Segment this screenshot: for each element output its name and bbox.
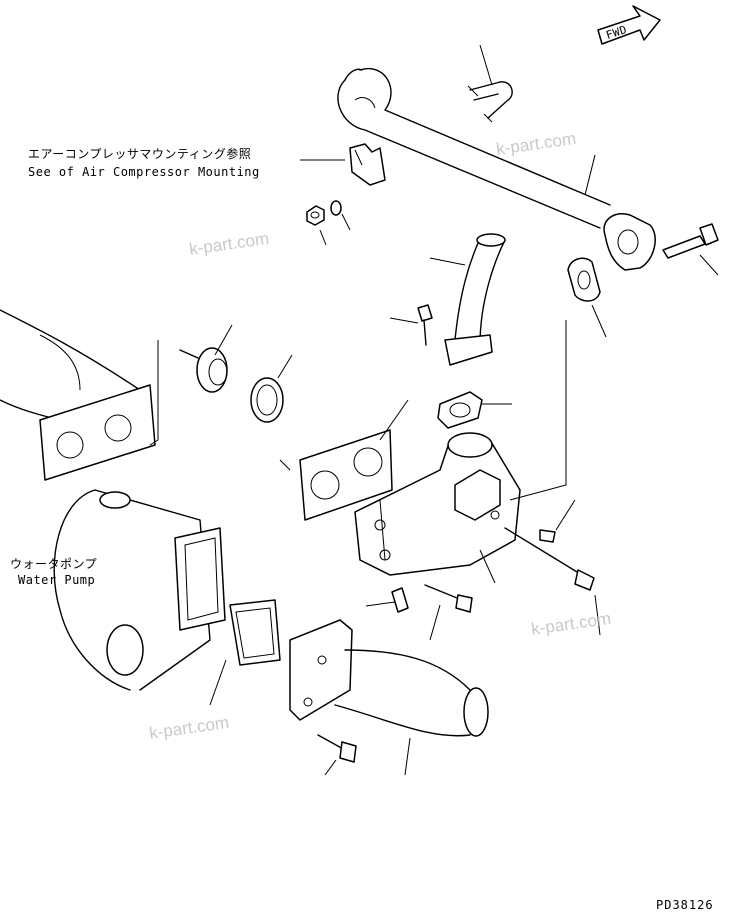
- housing-bolt-lower: [424, 584, 473, 613]
- flange-bolt: [662, 223, 719, 259]
- mounting-bracket: [349, 143, 386, 186]
- elbow-bolt: [317, 734, 357, 763]
- twin-gasket: [299, 429, 393, 521]
- housing-bolt-small: [539, 529, 556, 543]
- drawing-code: PD38126: [656, 898, 714, 912]
- upper-water-pipe: [337, 67, 656, 271]
- bent-tube: [444, 233, 506, 366]
- fwd-arrow-icon: [597, 5, 661, 45]
- small-gasket: [437, 391, 483, 429]
- drain-cock: [391, 587, 409, 613]
- nut: [306, 205, 325, 226]
- washer: [330, 200, 342, 216]
- air-compressor-label-en: See of Air Compressor Mounting: [28, 165, 260, 179]
- u-bolt: [467, 81, 513, 123]
- housing-bolt-long: [504, 527, 595, 591]
- water-pump-label-en: Water Pump: [18, 573, 96, 587]
- seal-ring: [250, 377, 284, 423]
- thermostat-housing: [354, 432, 521, 576]
- pump-gasket: [229, 599, 281, 666]
- thermostat: [179, 347, 228, 393]
- water-pump-label-ja: ウォータポンプ: [10, 557, 98, 571]
- elbow-pipe: [289, 619, 489, 737]
- tube-bolt: [417, 304, 433, 346]
- engine-block: [0, 309, 156, 481]
- leader-lines: [149, 44, 719, 776]
- water-pump-body: [53, 489, 226, 691]
- flange-gasket: [567, 257, 601, 302]
- air-compressor-label-ja: エアーコンプレッサマウンティング参照: [28, 147, 252, 161]
